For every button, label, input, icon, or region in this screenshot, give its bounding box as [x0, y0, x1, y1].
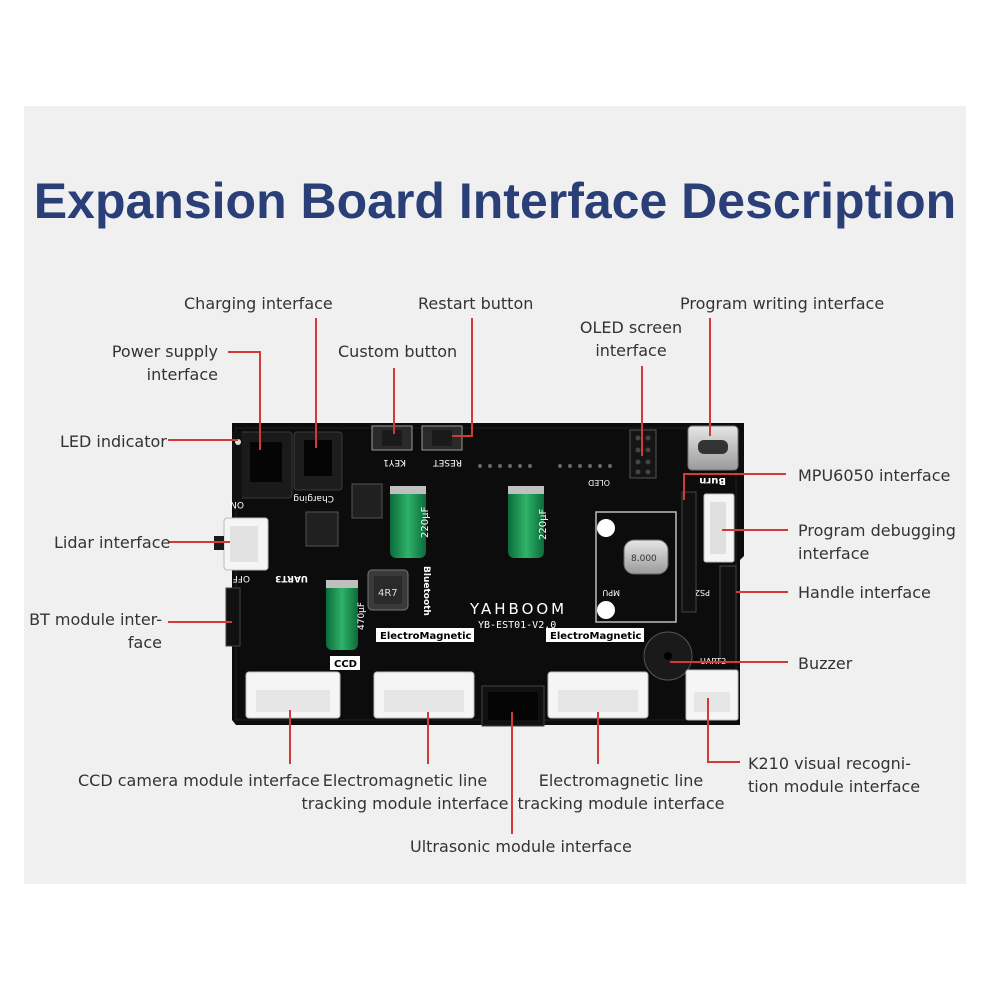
label-bt-line-1: BT module inter- [29, 610, 162, 629]
em-left-connector [373, 671, 475, 719]
label-buzzer: Buzzer [798, 654, 853, 673]
leader-k210 [707, 698, 740, 763]
capacitor-right [508, 486, 544, 558]
label-power-line-2: interface [146, 365, 218, 384]
ccd-connector [245, 671, 341, 719]
label-oled-line-2: interface [595, 341, 667, 360]
bt-module-header [225, 587, 241, 647]
capacitor-left [390, 486, 426, 558]
leader-mpu6050 [683, 473, 786, 500]
label-power-supply-interface: Power supply interface [98, 340, 218, 386]
cap-left-silkscreen: 220µF [420, 507, 431, 538]
mpu-module-outline [595, 511, 677, 623]
debug-connector [703, 493, 735, 563]
label-em-right-interface: Electromagnetic line tracking module int… [516, 769, 726, 815]
label-em-left-line-1: Electromagnetic line [322, 771, 488, 790]
label-program-debugging-interface: Program debugging interface [798, 519, 956, 565]
mpu6050-header [681, 491, 697, 613]
label-debug-line-1: Program debugging [798, 521, 956, 540]
label-debug-line-2: interface [798, 544, 870, 563]
label-k210-line-2: tion module interface [748, 777, 921, 796]
burn-silkscreen: Burn [699, 475, 726, 486]
label-led-indicator: LED indicator [60, 432, 167, 451]
label-em-right-line-1: Electromagnetic line [538, 771, 704, 790]
cap-right-silkscreen: 220µF [538, 509, 549, 540]
key1-silkscreen: KEY1 [383, 457, 406, 467]
crystal-silkscreen: 8.000 [631, 554, 657, 564]
board-model: YB-EST01-V2.0 [478, 620, 556, 631]
label-em-left-interface: Electromagnetic line tracking module int… [300, 769, 510, 815]
ps2-silkscreen: PS2 [695, 588, 710, 597]
power-supply-jack [239, 431, 293, 499]
capacitor-small [326, 580, 358, 650]
label-handle-interface: Handle interface [798, 583, 931, 602]
electromagnetic-right-tag [546, 628, 644, 642]
ccd-silkscreen: CCD [334, 659, 357, 670]
page-title: Expansion Board Interface Description [33, 173, 957, 229]
leader-lines [168, 318, 788, 834]
lidar-connector [214, 517, 269, 571]
buzzer [643, 631, 693, 681]
regulators [305, 483, 383, 547]
label-em-left-line-2: tracking module interface [301, 794, 509, 813]
electromagnetic-right-silkscreen: ElectroMagnetic [550, 631, 642, 642]
uart3-silkscreen: UART3 [275, 573, 308, 583]
off-silkscreen: OFF [233, 573, 250, 583]
label-oled-line-1: OLED screen [579, 318, 683, 337]
label-custom-button: Custom button [338, 342, 458, 361]
label-charging-interface: Charging interface [184, 294, 333, 313]
label-lidar-interface: Lidar interface [54, 533, 171, 552]
em-right-connector [547, 671, 649, 719]
leader-power-supply [228, 351, 261, 450]
restart-button [421, 425, 463, 451]
electromagnetic-left-silkscreen: ElectroMagnetic [380, 631, 472, 642]
bluetooth-silkscreen: Bluetooth [421, 566, 431, 616]
handle-header [719, 565, 737, 663]
brand-logo: YAHBOOM [469, 600, 567, 618]
label-k210-line-1: K210 visual recogni- [748, 754, 912, 773]
inductor [367, 569, 409, 611]
ccd-tag [330, 656, 360, 670]
usb-c-burn-port [687, 425, 739, 471]
label-mpu6050-interface: MPU6050 interface [798, 466, 951, 485]
custom-button-key1 [371, 425, 413, 451]
label-em-right-line-2: tracking module interface [517, 794, 725, 813]
oled-silkscreen: OLED [588, 478, 610, 487]
on-silkscreen: ON [230, 499, 244, 509]
label-ultrasonic-interface: Ultrasonic module interface [410, 837, 632, 856]
motor-pin-rows [478, 464, 612, 468]
cap-small-silkscreen: 470µF [357, 602, 367, 630]
led-indicator [232, 432, 242, 510]
label-k210-interface: K210 visual recogni- tion module interfa… [748, 752, 920, 798]
mpu-silkscreen: MPU [602, 588, 620, 597]
charging-jack [293, 431, 343, 491]
charging-silkscreen: Charging [293, 493, 334, 503]
label-bt-line-2: face [127, 633, 162, 652]
label-power-line-1: Power supply [111, 342, 218, 361]
k210-connector [685, 669, 739, 721]
electromagnetic-left-tag [376, 628, 474, 642]
leader-restart [452, 318, 473, 437]
label-program-writing-interface: Program writing interface [680, 294, 885, 313]
label-ccd-camera-interface: CCD camera module interface [78, 771, 320, 790]
label-oled-screen-interface: OLED screen interface [572, 316, 690, 362]
label-restart-button: Restart button [418, 294, 534, 313]
reset-silkscreen: RESET [433, 457, 462, 467]
inductor-silkscreen: 4R7 [378, 588, 398, 599]
label-bt-module-interface: BT module inter- face [22, 608, 162, 654]
